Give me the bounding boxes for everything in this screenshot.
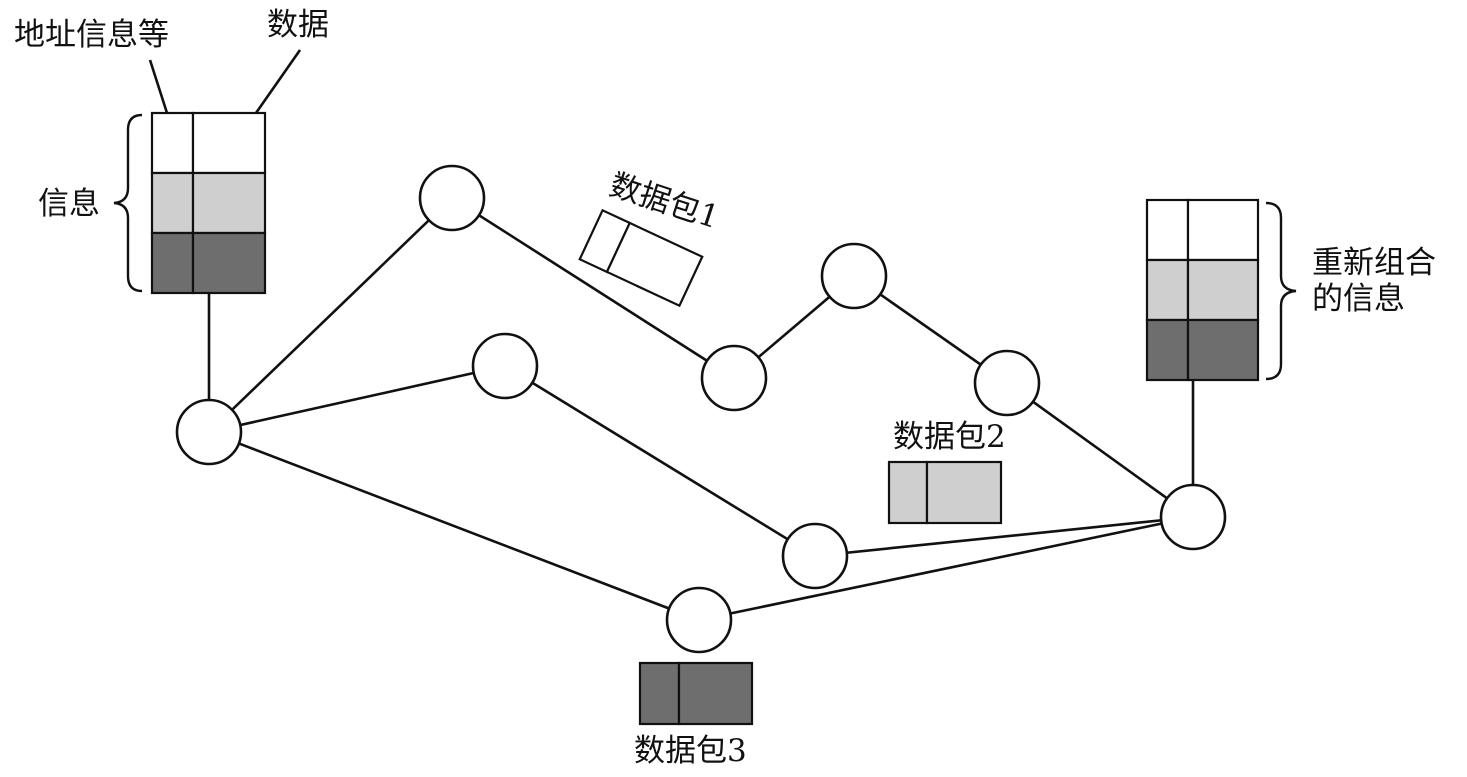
- destination-brace: [1265, 201, 1297, 381]
- source-row-3-header: [150, 231, 195, 295]
- node-lower: [781, 522, 849, 590]
- node-right: [973, 349, 1041, 417]
- dest-row-1-payload: [1186, 198, 1260, 262]
- edge-start-to-mid: [208, 364, 506, 434]
- dest-row-2-header: [1145, 258, 1190, 322]
- network-nodes: [175, 164, 1227, 654]
- node-top-right: [820, 242, 888, 310]
- dest-row-3-header: [1145, 318, 1190, 382]
- packet-3-label: 数据包3: [634, 733, 747, 769]
- recombined-message-label: 重新组合 的信息: [1312, 245, 1436, 317]
- packet-2: [887, 460, 1003, 525]
- source-row-1-header: [150, 111, 195, 175]
- destination-message-stack: [1145, 198, 1260, 382]
- dest-row-1-header: [1145, 198, 1190, 262]
- address-info-label: 地址信息等: [14, 17, 169, 53]
- node-center: [700, 344, 768, 412]
- recombined-label-line-2: 的信息: [1312, 280, 1405, 317]
- node-bottom: [665, 586, 733, 654]
- packet-1: [578, 208, 704, 308]
- edge-right-to-end: [1006, 381, 1194, 519]
- packet-2-header: [887, 460, 929, 525]
- source-row-3-payload: [191, 231, 267, 295]
- source-brace: [113, 113, 143, 293]
- source-row-1-payload: [191, 111, 267, 175]
- node-mid: [471, 332, 539, 400]
- packet-2-label: 数据包2: [893, 419, 1006, 455]
- edge-start-to-top-left: [208, 197, 453, 433]
- packet-3-payload: [677, 661, 754, 726]
- node-top-left: [418, 164, 486, 232]
- data-leader-line: [254, 49, 302, 114]
- dest-row-3-payload: [1186, 318, 1260, 382]
- source-row-2-header: [150, 171, 195, 235]
- edge-top-left-to-center: [451, 196, 735, 380]
- packet-1-payload: [605, 221, 704, 308]
- source-row-2-payload: [191, 171, 267, 235]
- source-message-stack: [150, 111, 267, 295]
- node-end: [1159, 483, 1227, 551]
- edge-mid-to-lower: [504, 364, 816, 558]
- edge-start-to-bottom: [208, 430, 700, 622]
- dest-row-2-payload: [1186, 258, 1260, 322]
- packet-3-header: [638, 661, 681, 726]
- packet-2-payload: [925, 460, 1003, 525]
- recombined-label-line-1: 重新组合: [1312, 245, 1436, 281]
- edge-bottom-to-end: [698, 515, 1194, 622]
- data-label: 数据: [267, 7, 329, 43]
- edge-lower-to-end: [814, 515, 1194, 558]
- node-start: [175, 398, 243, 466]
- address-leader-line: [148, 59, 169, 114]
- message-label: 信息: [38, 186, 100, 222]
- packet-3: [638, 661, 754, 726]
